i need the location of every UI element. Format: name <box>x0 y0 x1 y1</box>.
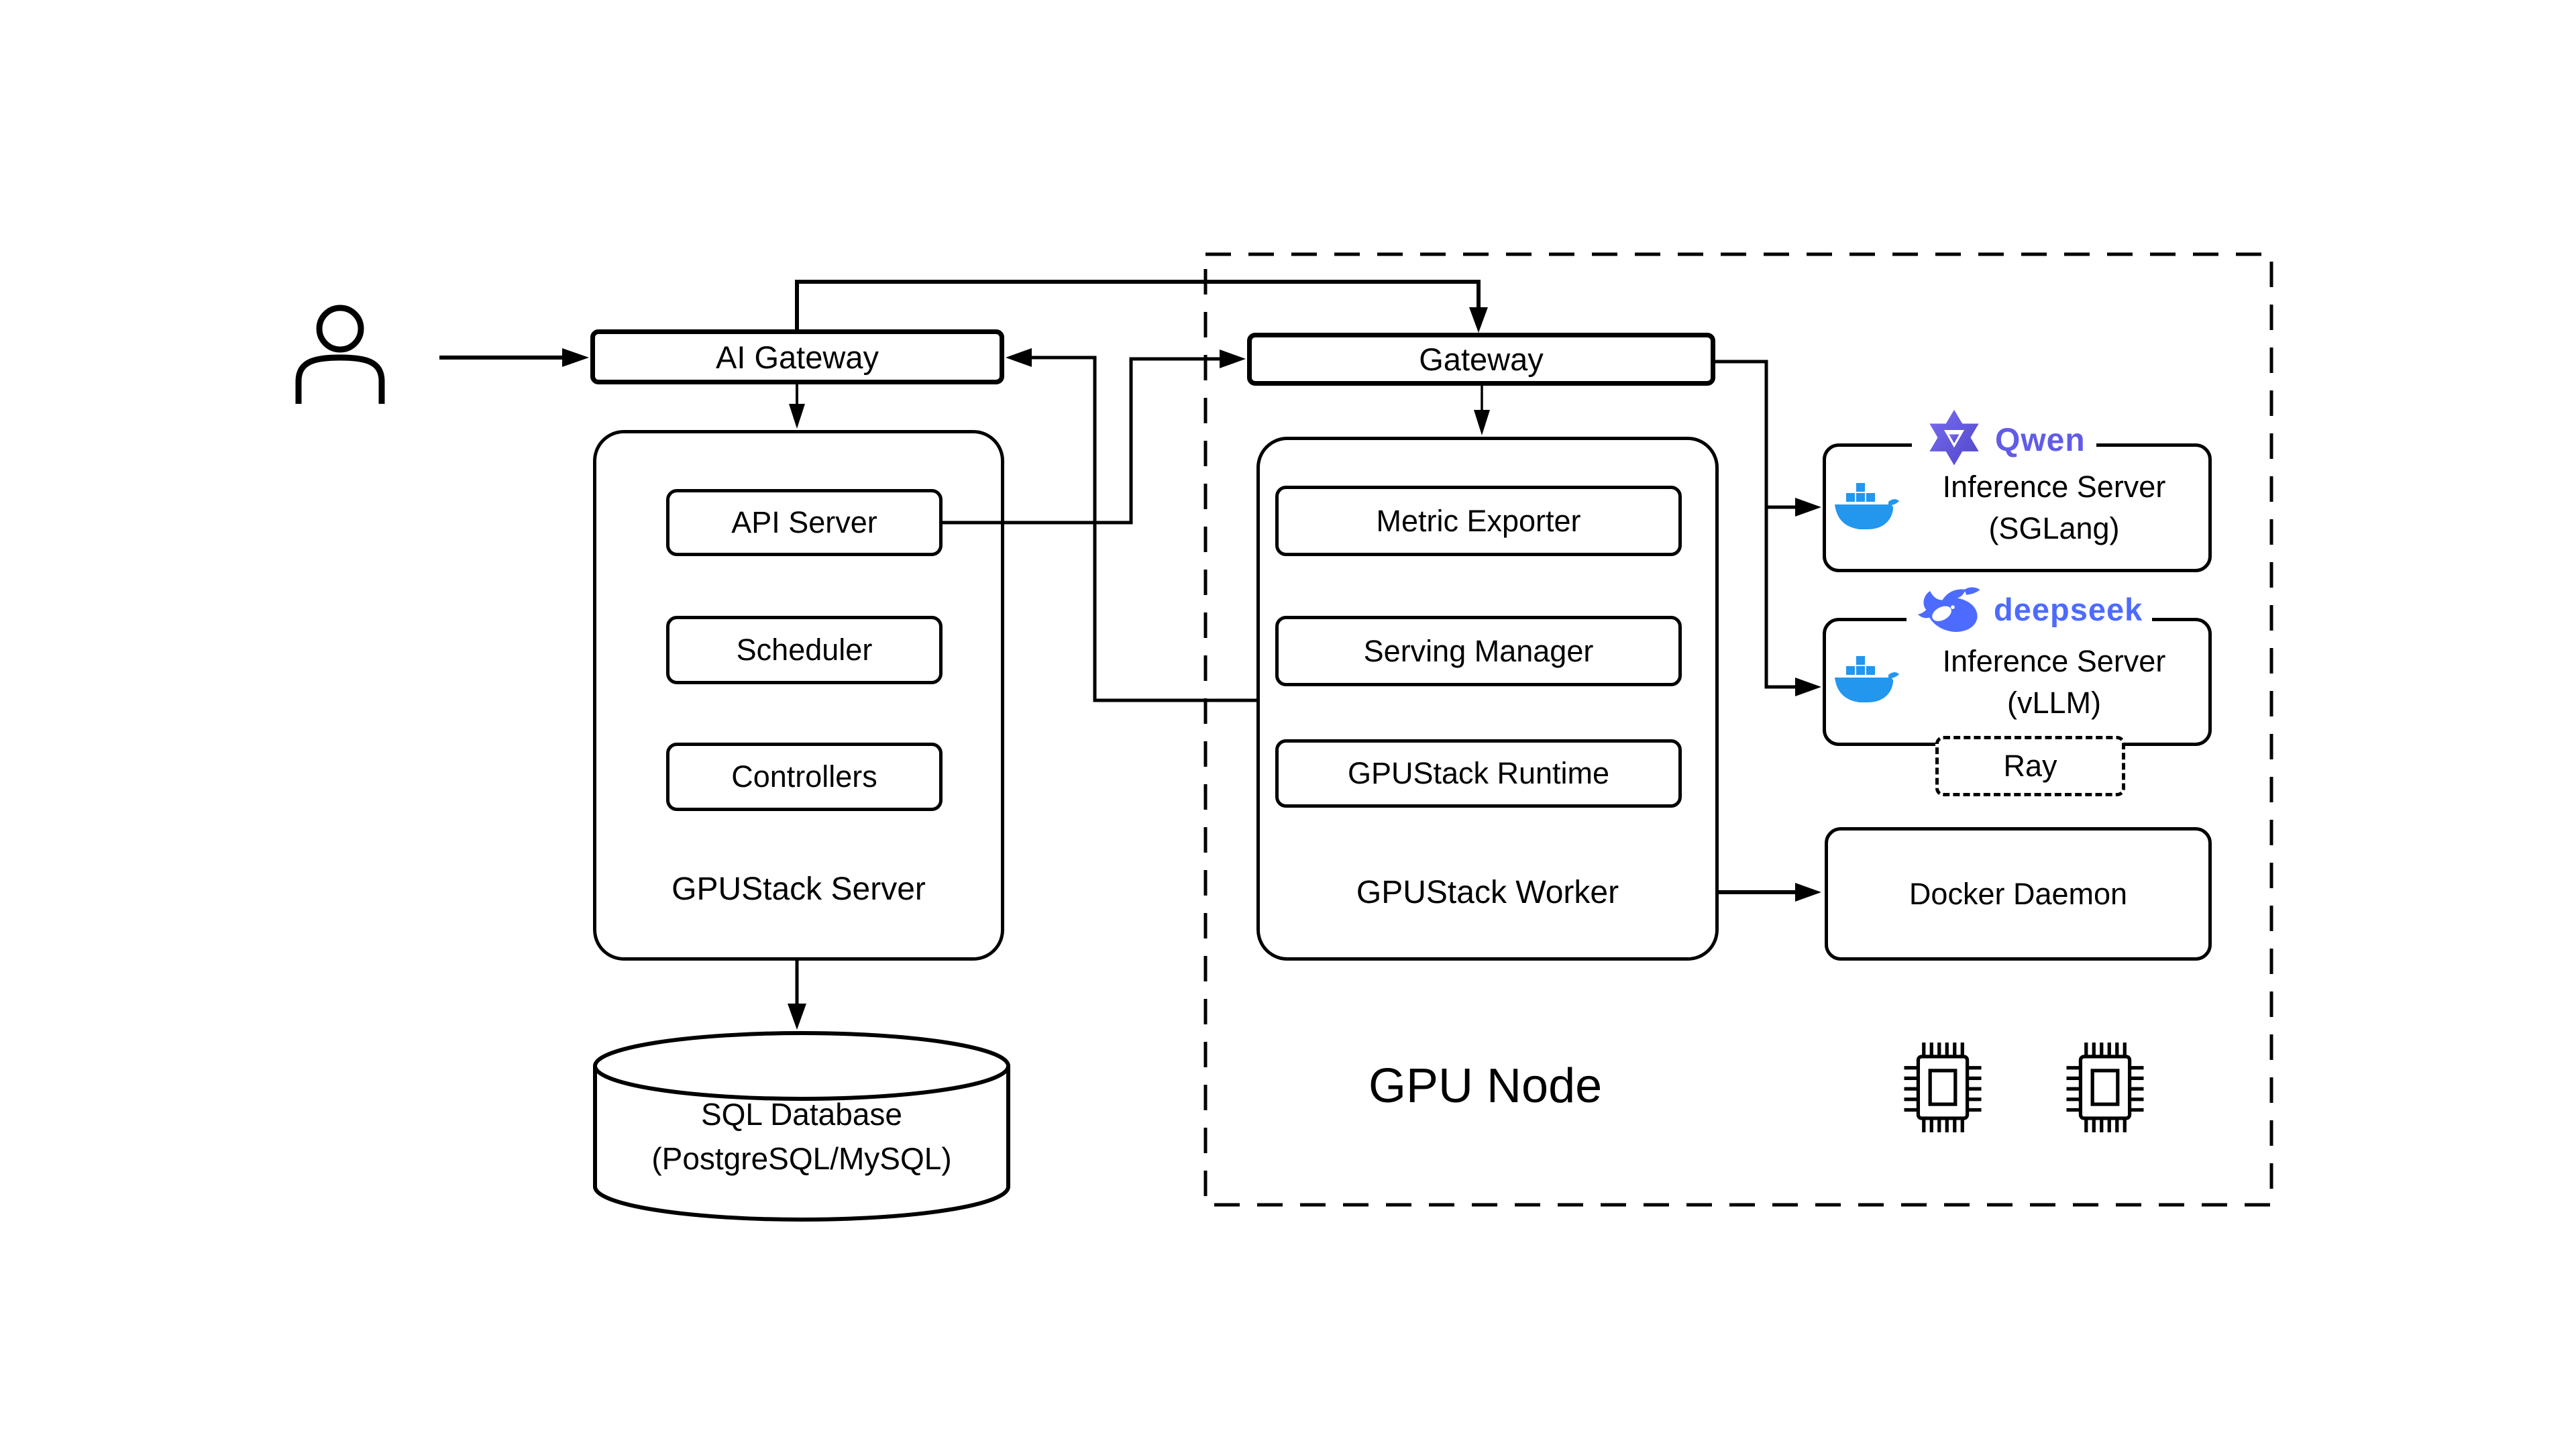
connector-gateway-to-inference-vllm <box>1715 360 1798 689</box>
gpustack-runtime-label: GPUStack Runtime <box>1347 756 1610 790</box>
docker-icon <box>1833 655 1900 707</box>
docker-icon <box>1833 482 1900 534</box>
ray-node: Ray <box>1935 736 2125 796</box>
gateway-node: Gateway <box>1247 333 1715 386</box>
arrowhead-into-docker-daemon <box>1795 883 1821 902</box>
connector-gpustack-worker-to-ai-gateway <box>1029 356 1256 702</box>
sql-database-label-line1: SQL Database <box>700 1097 903 1132</box>
arrowhead-into-gateway-top <box>1469 307 1488 333</box>
deepseek-logo-icon <box>1917 587 1980 632</box>
arrowhead-into-gateway-left <box>1220 350 1246 368</box>
arrowhead-into-ai-gateway-left <box>562 348 589 367</box>
sql-database-label: SQL Database (PostgreSQL/MySQL) <box>593 1092 1010 1181</box>
connector-ai-gateway-to-gateway <box>795 280 1481 329</box>
ray-label: Ray <box>2003 749 2057 783</box>
qwen-logo-icon <box>1929 409 1979 466</box>
api-server-label: API Server <box>731 505 877 539</box>
inference-server-sglang-line2: (SGLang) <box>1988 511 2120 545</box>
metric-exporter-label: Metric Exporter <box>1376 503 1581 538</box>
controllers-label: Controllers <box>731 759 877 794</box>
gateway-label: Gateway <box>1419 341 1544 377</box>
inference-server-vllm-line1: Inference Server <box>1942 643 2166 678</box>
gpustack-runtime-node: GPUStack Runtime <box>1275 739 1682 808</box>
gpu-chip-icon <box>1904 1042 1982 1132</box>
ai-gateway-node: AI Gateway <box>590 329 1004 384</box>
serving-manager-node: Serving Manager <box>1275 616 1682 686</box>
docker-daemon-label: Docker Daemon <box>1909 876 2128 911</box>
docker-daemon-node: Docker Daemon <box>1825 827 2212 961</box>
scheduler-label: Scheduler <box>736 633 873 667</box>
arrowhead-into-gpustack-worker <box>1474 410 1490 435</box>
gpustack-server-label: GPUStack Server <box>672 871 926 907</box>
arrowhead-into-sql-database <box>788 1004 806 1030</box>
controllers-node: Controllers <box>666 743 943 811</box>
deepseek-logo: deepseek <box>1907 581 2153 637</box>
inference-server-vllm-line2: (vLLM) <box>2006 685 2101 720</box>
arrowhead-into-inference-vllm <box>1795 678 1821 696</box>
deepseek-logo-text: deepseek <box>1994 591 2143 627</box>
ai-gateway-label: AI Gateway <box>716 339 879 375</box>
gpustack-worker-label: GPUStack Worker <box>1356 875 1619 910</box>
gpu-chip-icon <box>2066 1042 2144 1132</box>
sql-database-label-line2: (PostgreSQL/MySQL) <box>651 1141 952 1176</box>
scheduler-node: Scheduler <box>666 616 943 684</box>
serving-manager-label: Serving Manager <box>1363 633 1594 668</box>
gpu-node-label: GPU Node <box>1368 1059 1603 1113</box>
user-icon <box>295 305 385 404</box>
api-server-node: API Server <box>666 489 943 556</box>
qwen-logo: Qwen <box>1912 407 2096 474</box>
qwen-logo-text: Qwen <box>1995 422 2086 458</box>
metric-exporter-node: Metric Exporter <box>1275 486 1682 556</box>
arrowhead-into-gpustack-server <box>789 404 805 429</box>
sql-database-node <box>593 1031 1010 1222</box>
arrowhead-into-inference-sglang <box>1795 498 1821 517</box>
arrowhead-into-ai-gateway-right <box>1006 348 1032 367</box>
